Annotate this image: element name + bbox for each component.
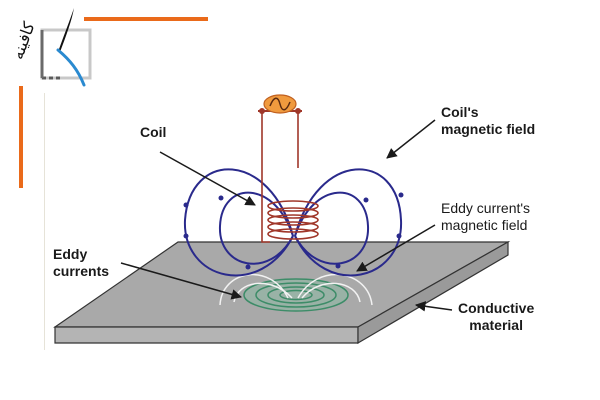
divider-line	[44, 93, 45, 350]
coil-wires	[261, 110, 299, 243]
eddy-loop	[243, 278, 349, 312]
label-coil-field-line1: Coil's	[441, 104, 479, 120]
arrow-eddy-field	[356, 224, 436, 272]
field-arrow-marker	[398, 192, 404, 198]
plate-side-face	[357, 240, 509, 345]
label-conductive-line1: Conductive	[458, 300, 535, 316]
field-direction-markers	[183, 192, 404, 270]
label-conductive-line2: material	[469, 317, 523, 333]
coil-field-lines	[183, 168, 403, 277]
ac-terminal-right	[295, 108, 301, 114]
label-eddy-currents-line1: Eddy	[53, 246, 88, 262]
quill-stroke-blue	[56, 48, 86, 87]
coil-windings	[267, 200, 319, 240]
ac-terminal-left	[259, 108, 265, 114]
coil-wire-left	[261, 110, 270, 243]
quill-icon	[58, 8, 74, 52]
label-eddy-current-magnetic-field: Eddy current's magnetic field	[441, 200, 530, 234]
label-eddy-field-line1: Eddy current's	[441, 200, 531, 216]
coil-winding	[267, 207, 319, 219]
field-arrow-marker	[335, 263, 341, 269]
label-eddy-currents-line2: currents	[53, 263, 110, 279]
eddy-current-loops	[243, 278, 349, 312]
field-arrow-marker	[245, 264, 251, 270]
sine-wave-icon	[269, 97, 291, 111]
logo: کافینه	[8, 8, 92, 87]
callout-arrows	[120, 119, 453, 312]
field-line-outer-left	[183, 168, 294, 277]
label-coil: Coil	[140, 124, 166, 141]
ac-source	[258, 94, 302, 114]
arrow-coil	[159, 151, 256, 206]
eddy-loop	[267, 286, 325, 304]
label-eddy-currents: Eddy currents	[53, 246, 109, 280]
eddy-field-line	[301, 282, 361, 303]
label-coil-text: Coil	[140, 124, 167, 140]
field-arrow-marker	[183, 233, 189, 239]
plate-front-face	[54, 326, 359, 344]
eddy-loop	[255, 282, 337, 308]
field-arrow-marker	[218, 195, 224, 201]
label-eddy-field-line2: magnetic field	[441, 217, 528, 233]
eddy-loop	[279, 289, 313, 301]
coil-winding	[267, 200, 319, 212]
label-coil-magnetic-field: Coil's magnetic field	[441, 104, 535, 138]
arrow-eddy-currents	[120, 262, 243, 300]
orange-bar-left	[19, 86, 23, 188]
field-arrow-marker	[363, 197, 369, 203]
coil-winding	[267, 214, 319, 226]
coil-winding	[267, 228, 319, 240]
field-line-outer-right	[294, 168, 403, 277]
field-line-inner-right	[294, 191, 370, 265]
field-line-inner-left	[218, 191, 294, 265]
field-arrow-marker	[183, 202, 189, 208]
label-conductive-material: Conductive material	[458, 300, 534, 334]
label-coil-field-line2: magnetic field	[441, 121, 536, 137]
field-arrow-marker	[396, 233, 402, 239]
arrow-coil-field	[386, 119, 436, 159]
coil-winding	[267, 221, 319, 233]
arrow-conductive-material	[414, 301, 453, 312]
orange-bar-top	[84, 17, 208, 21]
